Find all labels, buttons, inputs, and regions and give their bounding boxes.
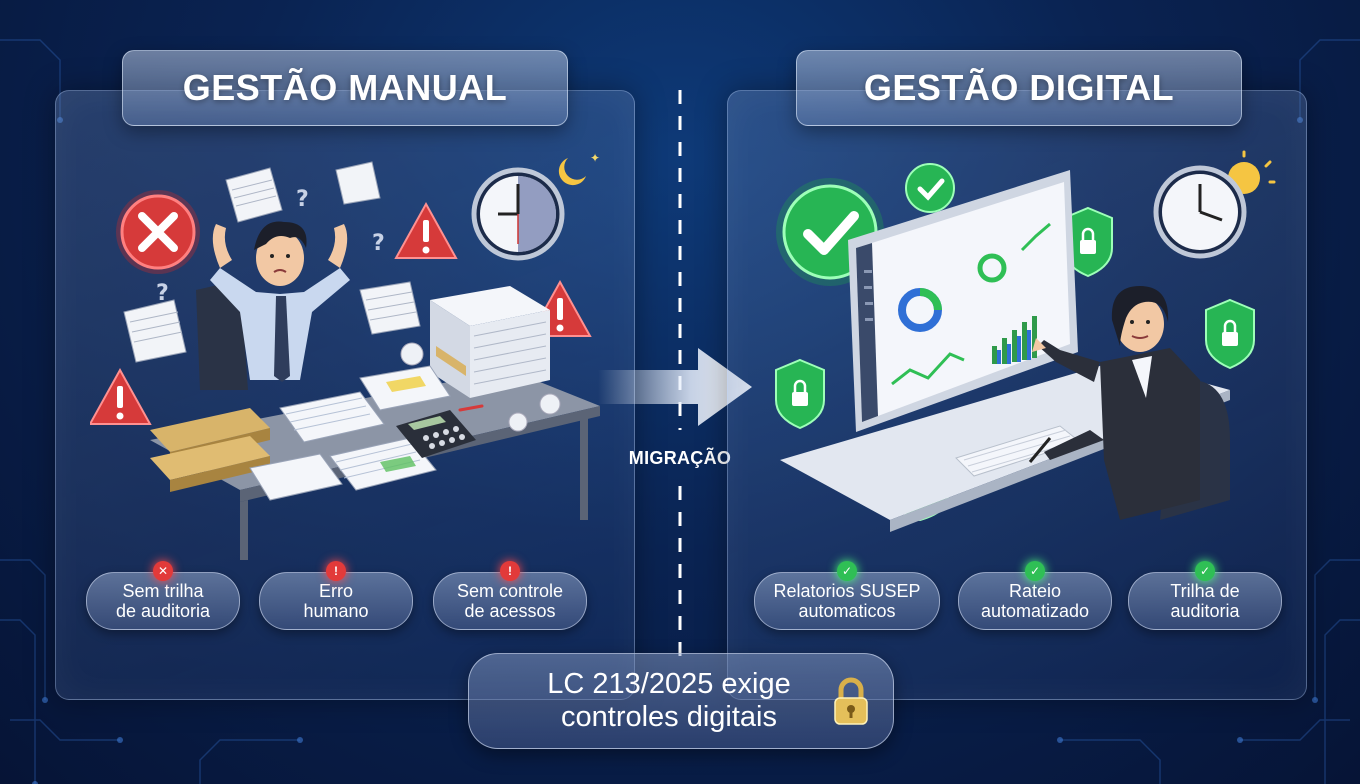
center-dashed-divider	[678, 90, 682, 430]
security-shield-icon	[775, 358, 825, 430]
svg-text:?: ?	[296, 187, 309, 212]
check-badge-icon: ✓	[1025, 561, 1045, 581]
manual-office-illustration: ✦ ???	[90, 151, 600, 560]
migration-label: MIGRAÇÃO	[628, 448, 732, 468]
manual-management-title: GESTÃO MANUAL	[122, 50, 568, 126]
regulation-text: LC 213/2025 exige controles digitais	[547, 668, 791, 733]
calculator-icon	[396, 410, 476, 458]
binders-stack	[150, 408, 270, 492]
businesswoman-figure	[1028, 286, 1200, 520]
paper-stack	[430, 286, 550, 398]
x-badge-icon: ✕	[153, 561, 173, 581]
center-dashed-divider-lower	[678, 486, 682, 656]
exclamation-badge-icon: !	[500, 561, 520, 581]
error-x-icon	[116, 190, 200, 274]
exclamation-badge-icon: !	[326, 561, 346, 581]
issue-no-access-control: ! Sem controle de acessos	[433, 561, 587, 630]
issue-human-error: ! Erro humano	[259, 561, 413, 630]
regulation-callout: LC 213/2025 exige controles digitais	[468, 653, 894, 749]
success-check-icon	[905, 163, 955, 213]
check-badge-icon: ✓	[837, 561, 857, 581]
clock-night-icon: ✦	[471, 151, 600, 261]
benefit-susep-reports: ✓ Relatorios SUSEP automaticos	[754, 561, 940, 630]
digital-management-title: GESTÃO DIGITAL	[796, 50, 1242, 126]
stressed-man-figure	[210, 221, 350, 382]
digital-office-illustration	[775, 150, 1276, 532]
migration-arrow-icon	[598, 348, 752, 426]
svg-text:?: ?	[156, 281, 169, 306]
dashboard-monitor	[848, 170, 1078, 450]
benefit-automated-apportionment: ✓ Rateio automatizado	[958, 561, 1112, 630]
issue-no-audit-trail: ✕ Sem trilha de auditoria	[86, 561, 240, 630]
security-shield-icon	[1205, 298, 1255, 370]
clock-day-icon	[1153, 150, 1276, 259]
padlock-icon	[834, 677, 868, 725]
svg-text:✦: ✦	[590, 151, 600, 165]
benefit-audit-trail: ✓ Trilha de auditoria	[1128, 561, 1282, 630]
warning-triangle-icon	[90, 367, 152, 425]
warning-triangle-icon	[394, 201, 458, 259]
svg-text:?: ?	[372, 231, 385, 256]
check-badge-icon: ✓	[1195, 561, 1215, 581]
